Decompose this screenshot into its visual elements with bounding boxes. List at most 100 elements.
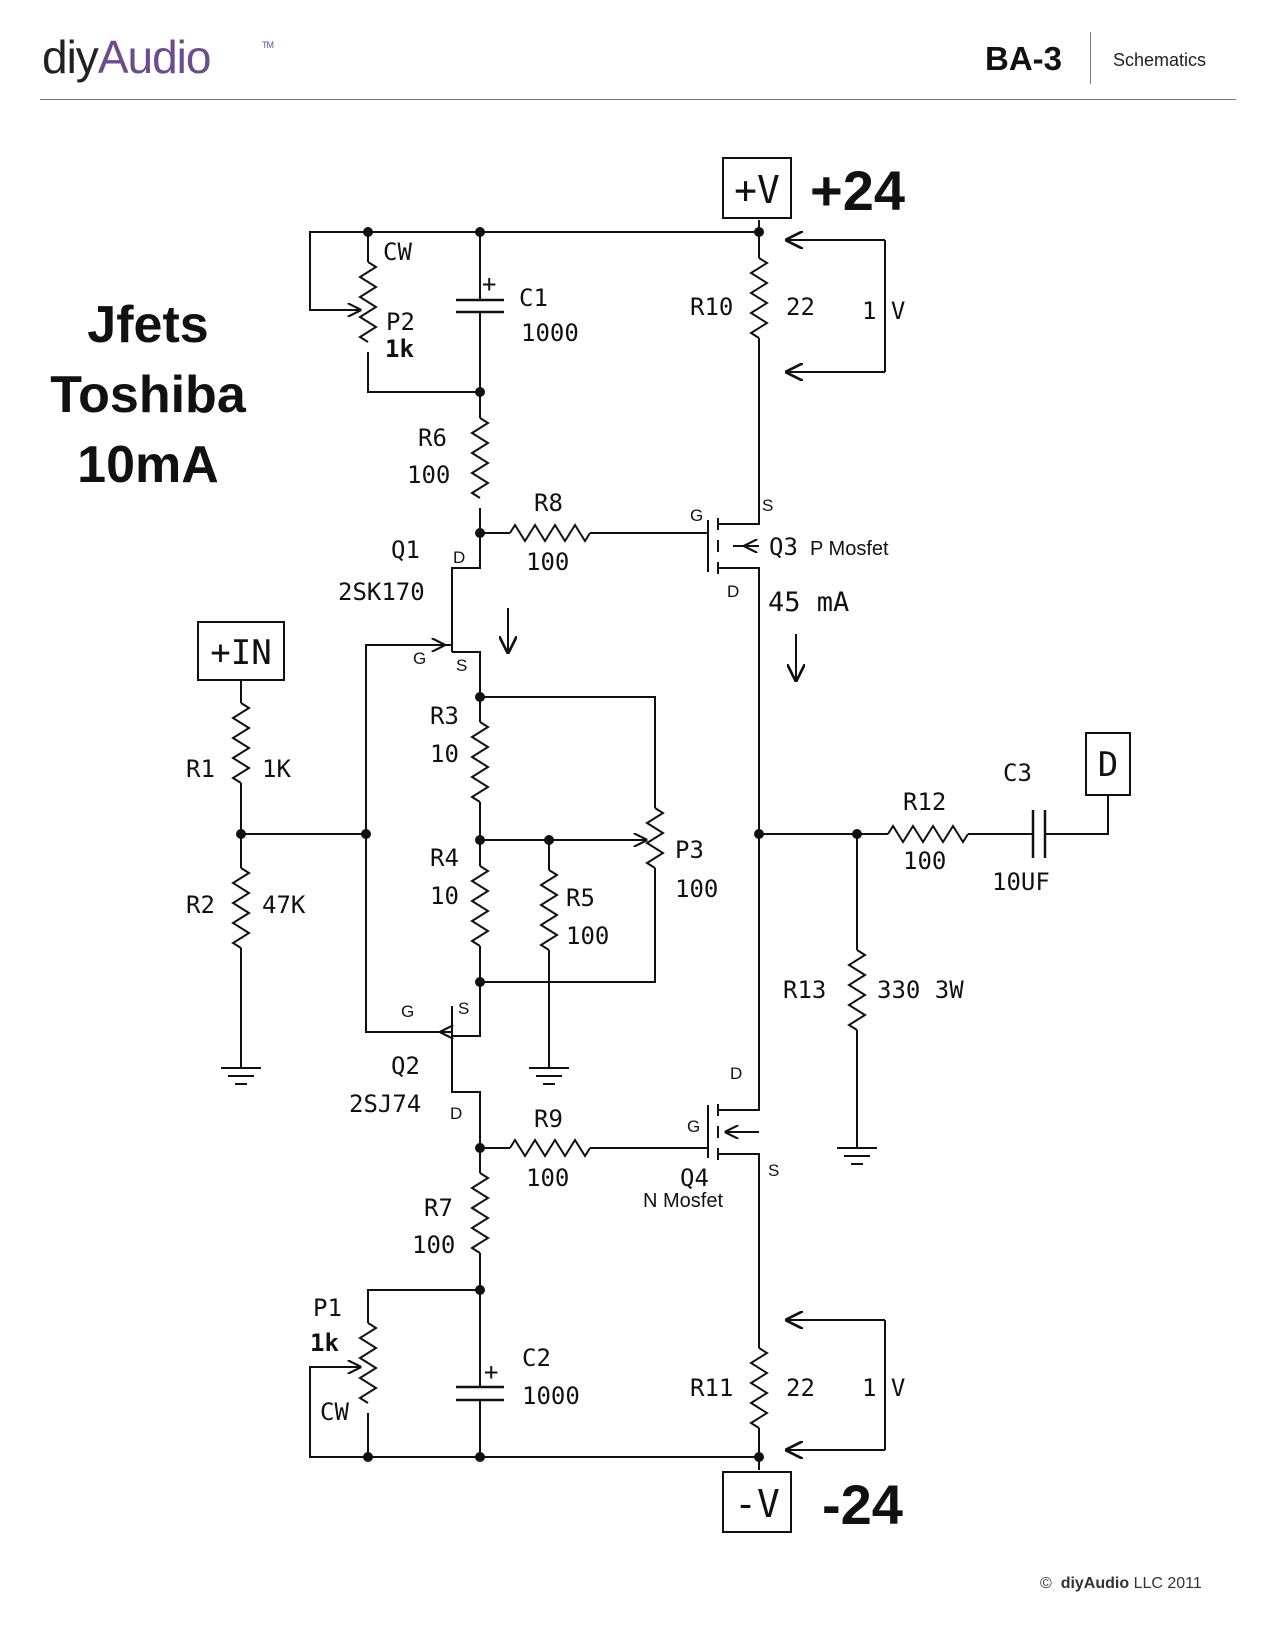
q1-gate-pin: G [413, 649, 426, 668]
footer-brand: diyAudio [1060, 1575, 1130, 1592]
r9-name: R9 [534, 1105, 563, 1133]
r8-name: R8 [534, 489, 563, 517]
r4-value: 10 [430, 882, 459, 910]
q4-drain-pin: D [730, 1064, 742, 1083]
r7-name: R7 [424, 1194, 453, 1222]
p1-symbol [358, 1322, 378, 1404]
q1-part: 2SK170 [338, 578, 425, 606]
r13-value: 330 3W [877, 976, 964, 1004]
r4-symbol [470, 865, 490, 947]
q1-drain-pin: D [453, 548, 465, 567]
r2-value: 47K [262, 891, 306, 919]
q2-part: 2SJ74 [349, 1090, 421, 1118]
positive-supply-value: +24 [810, 159, 905, 222]
document-code: BA-3 [985, 40, 1063, 77]
c2-symbol [456, 1385, 504, 1402]
r2-symbol [231, 867, 251, 949]
r4-name: R4 [430, 844, 459, 872]
r7-value: 100 [412, 1231, 455, 1259]
ground-icon [529, 1067, 569, 1085]
output-label: D [1098, 745, 1118, 785]
q2-gate-pin: G [401, 1002, 414, 1021]
ground-symbols [221, 1067, 877, 1165]
r1-symbol [231, 702, 251, 784]
negative-supply-box [722, 1471, 792, 1533]
mosfet-symbols [707, 518, 760, 1160]
q4-name: Q4 [680, 1164, 709, 1192]
r6-value: 100 [407, 461, 450, 489]
r10-voltage: 1 V [862, 297, 905, 325]
input-label: +IN [210, 633, 271, 673]
capacitor-symbols [456, 298, 1047, 1402]
r12-symbol [887, 824, 969, 844]
ground-icon [837, 1147, 877, 1165]
copyright-symbol: © [1040, 1575, 1052, 1592]
r13-name: R13 [783, 976, 826, 1004]
p3-name: P3 [675, 836, 704, 864]
r8-symbol [509, 523, 591, 543]
q4-symbol [707, 1104, 760, 1160]
p2-value: 1k [385, 335, 414, 363]
c2-plus: + [484, 1358, 498, 1386]
c1-plus: + [482, 270, 496, 298]
q2-source-pin: S [458, 999, 469, 1018]
header-separator [1090, 32, 1091, 84]
resistor-symbols [231, 257, 969, 1429]
r2-name: R2 [186, 891, 215, 919]
q3-drain-pin: D [727, 582, 739, 601]
p1-value: 1k [310, 1329, 339, 1357]
r10-value: 22 [786, 293, 815, 321]
r7-symbol [470, 1172, 490, 1254]
q3-name: Q3 [769, 533, 798, 561]
r1-name: R1 [186, 755, 215, 783]
logo-trademark: TM [262, 40, 274, 50]
c1-name: C1 [519, 284, 548, 312]
r12-name: R12 [903, 788, 946, 816]
c3-symbol [1031, 810, 1047, 858]
p2-cw-label: CW [383, 238, 412, 266]
r5-name: R5 [566, 884, 595, 912]
measurement-arrows [508, 240, 886, 1450]
note-line-3: 10mA [77, 436, 219, 494]
q1-symbol [433, 592, 453, 652]
r6-symbol [470, 417, 490, 499]
c3-value: 10UF [992, 868, 1050, 896]
p3-symbol [645, 807, 665, 869]
q4-source-pin: S [768, 1161, 779, 1180]
q4-gate-pin: G [687, 1117, 700, 1136]
c1-value: 1000 [521, 319, 579, 347]
q3-current: 45 mA [768, 587, 849, 618]
q3-source-pin: S [762, 496, 773, 515]
p2-symbol [358, 261, 378, 343]
c2-value: 1000 [522, 1382, 580, 1410]
r3-name: R3 [430, 702, 459, 730]
c3-name: C3 [1003, 759, 1032, 787]
jfet-symbols [433, 592, 452, 1062]
r12-value: 100 [903, 847, 946, 875]
r11-symbol [749, 1347, 769, 1429]
document-section: Schematics [1113, 50, 1207, 70]
q3-symbol [707, 518, 760, 574]
output-box [1085, 732, 1131, 796]
q3-part: P Mosfet [810, 538, 889, 560]
r13-symbol [847, 949, 867, 1031]
c1-symbol [456, 298, 504, 314]
input-box [197, 621, 285, 681]
r5-value: 100 [566, 922, 609, 950]
pot-wipers [310, 310, 646, 1367]
q1-name: Q1 [391, 536, 420, 564]
p1-cw-label: CW [320, 1398, 349, 1426]
r6-name: R6 [418, 424, 447, 452]
note-line-2: Toshiba [50, 366, 247, 424]
r11-voltage: 1 V [862, 1374, 905, 1402]
negative-supply-value: -24 [822, 1473, 903, 1536]
negative-supply-label: -V [734, 1482, 780, 1526]
copyright-footer: © diyAudio LLC 2011 [1040, 1575, 1202, 1593]
r10-symbol [749, 257, 769, 339]
q2-drain-pin: D [450, 1104, 462, 1123]
r11-value: 22 [786, 1374, 815, 1402]
p3-value: 100 [675, 875, 718, 903]
r10-name: R10 [690, 293, 733, 321]
logo-text-audio: Audio [97, 31, 212, 83]
